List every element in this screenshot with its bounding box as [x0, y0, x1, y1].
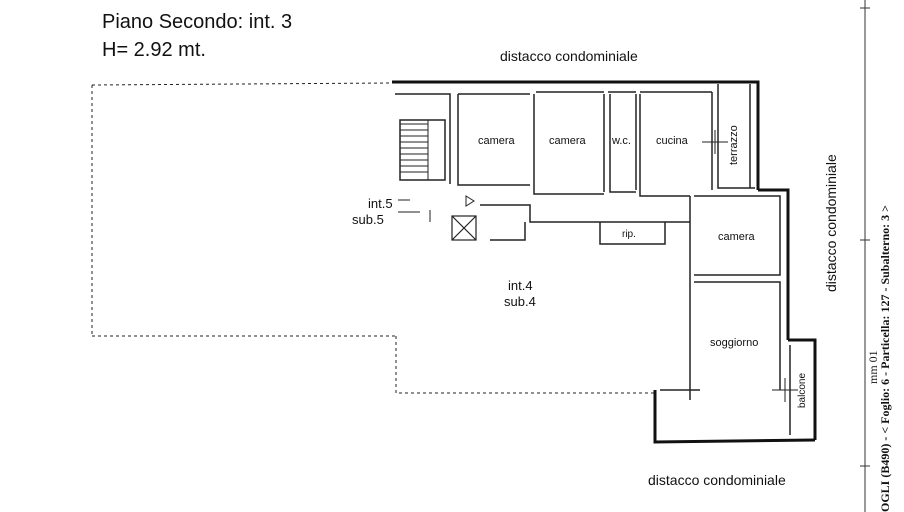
distacco-top-label: distacco condominiale: [500, 48, 638, 64]
inner-walls: [395, 84, 791, 435]
unit-int4-label: int.4: [508, 278, 533, 293]
room-wc: w.c.: [612, 135, 631, 147]
outer-walls: [392, 80, 817, 444]
margin-line: [860, 0, 870, 512]
stair-treads: [400, 120, 429, 180]
room-terrazzo: terrazzo: [728, 125, 740, 165]
ceiling-height: H= 2.92 mt.: [102, 39, 206, 61]
distacco-right-label: distacco condominiale: [823, 154, 839, 292]
unit-sub4-label: sub.4: [504, 294, 536, 309]
room-soggiorno: soggiorno: [710, 337, 759, 349]
adjacent-unit-outline: [91, 82, 655, 394]
room-camera-2: camera: [549, 135, 586, 147]
margin-stamp: mm 01: [866, 350, 880, 384]
room-camera-3: camera: [718, 231, 755, 243]
floor-title: Piano Secondo: int. 3: [102, 11, 293, 33]
room-ripostiglio: rip.: [622, 229, 636, 240]
landing-marks: [398, 195, 475, 222]
room-camera-1: camera: [478, 135, 515, 147]
window-marks: [702, 130, 798, 402]
unit-int5-label: int.5: [368, 196, 393, 211]
room-cucina: cucina: [656, 135, 688, 147]
lift-shaft: [451, 215, 477, 241]
room-balcone: balcone: [797, 372, 808, 408]
distacco-bottom-label: distacco condominiale: [648, 472, 786, 488]
unit-sub5-label: sub.5: [352, 212, 384, 227]
